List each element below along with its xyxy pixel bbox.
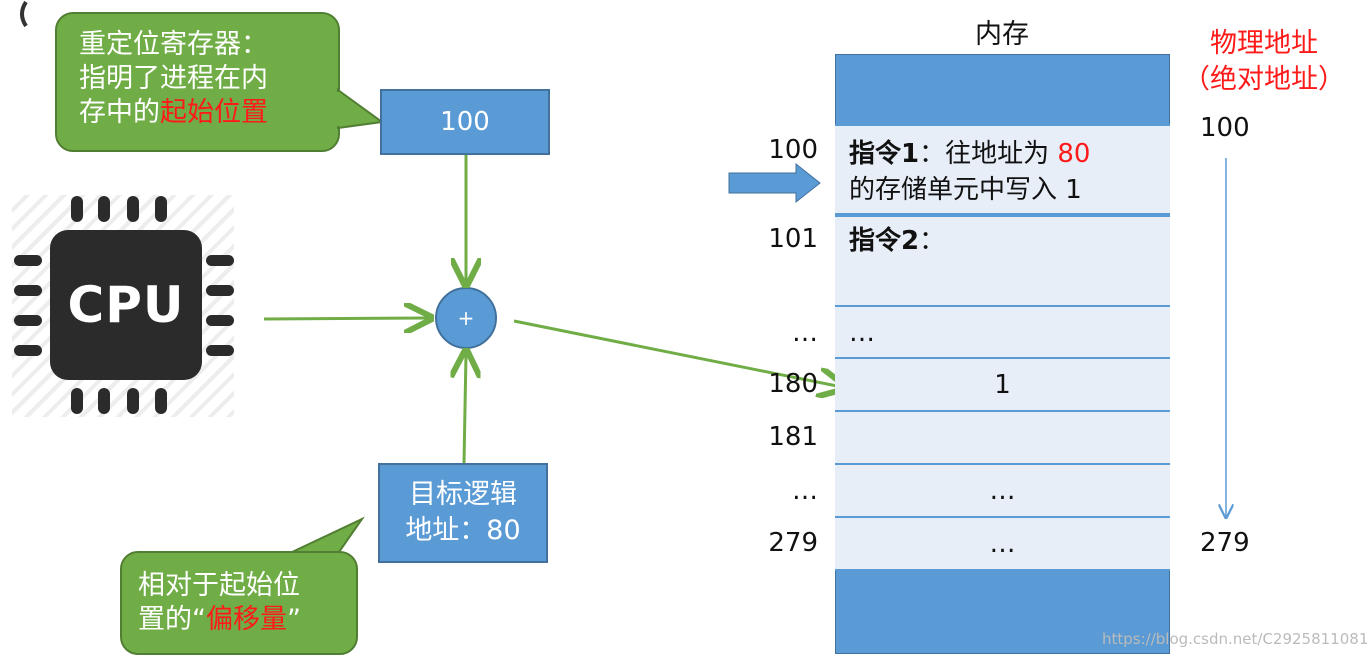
memory-row-101: 指令2： <box>835 215 1170 307</box>
logical-address-line1: 目标逻辑 <box>409 479 517 510</box>
callout-register-line1: 重定位寄存器： <box>79 29 268 60</box>
offset-callout: 相对于起始位 置的“偏移量” <box>120 551 358 655</box>
callout-register-line2: 指明了进程在内 <box>79 63 268 94</box>
adder-symbol: + <box>457 306 475 330</box>
arrow-cpu-to-adder <box>263 318 428 319</box>
memory-title: 内存 <box>975 19 1029 50</box>
current-instruction-arrow <box>728 162 821 204</box>
relocation-register-box: 100 <box>380 89 550 155</box>
relocation-register-callout: 重定位寄存器： 指明了进程在内 存中的起始位置 <box>55 12 340 152</box>
address-label-279: 279 <box>768 528 818 558</box>
memory-row-ellipsis-2: … <box>835 463 1170 518</box>
arrow-logical-to-adder <box>464 354 466 464</box>
memory-row-181 <box>835 410 1170 465</box>
address-label-100: 100 <box>768 135 818 165</box>
memory-row-279: … <box>835 516 1170 571</box>
physical-address-start: 100 <box>1200 113 1250 143</box>
physical-address-title: 物理地址 （绝对地址） <box>1183 28 1345 95</box>
memory-row-180: 1 <box>835 357 1170 412</box>
address-label-180: 180 <box>768 369 818 399</box>
logical-address-box: 目标逻辑 地址：80 <box>378 463 548 563</box>
address-label-ellipsis-1: … <box>792 318 818 348</box>
address-label-101: 101 <box>768 224 818 254</box>
corner-curve-decoration <box>20 0 28 28</box>
callout-offset-line2: 置的“偏移量” <box>138 604 301 635</box>
callout-register-line3: 存中的起始位置 <box>79 97 268 128</box>
physical-address-end: 279 <box>1200 528 1250 558</box>
address-label-181: 181 <box>768 422 818 452</box>
arrow-adder-to-memory <box>513 319 842 387</box>
callout-offset-line1: 相对于起始位 <box>138 570 300 601</box>
memory-row-ellipsis-1: … <box>835 305 1170 359</box>
address-label-ellipsis-2: … <box>792 476 818 506</box>
register-value: 100 <box>440 107 490 137</box>
watermark: https://blog.csdn.net/C2925811081 <box>1102 630 1368 648</box>
cpu-label: CPU <box>67 276 185 334</box>
memory-row-100: 指令1：往地址为 80 的存储单元中写入 1 <box>835 124 1170 215</box>
callout-register-pointer <box>336 88 385 130</box>
logical-address-line2: 地址：80 <box>405 515 521 546</box>
